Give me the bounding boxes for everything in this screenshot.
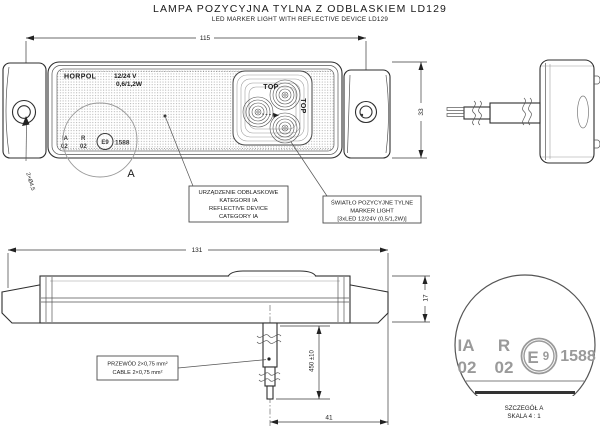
- front-view: 2×Ø4,5 HORPOL 12/24 V 0,6/1,2W IA 02: [2, 61, 391, 191]
- hole-arrow: [22, 116, 30, 126]
- marking-r: R: [81, 136, 86, 142]
- detail-marking-ia-num: 02: [458, 358, 477, 377]
- marking-ia-num: 02: [61, 144, 68, 150]
- bottom-profile-view: [1, 270, 389, 426]
- callout-cable: PRZEWÓD 2×0,75 mm² CABLE 2×0,75 mm²: [96, 355, 267, 381]
- dimension-17: 17: [392, 275, 430, 323]
- detail-a-reference-circle: [62, 102, 138, 178]
- led-1: [269, 79, 301, 111]
- led-pointer-arrow: [273, 112, 279, 118]
- detail-marking-r: R: [498, 336, 510, 355]
- left-bracket: 2×Ø4,5: [2, 62, 47, 191]
- cable-break-mark: [522, 97, 526, 126]
- led-3: [269, 112, 301, 144]
- callout-marker-light: ŚWIATŁO POZYCYJNE TYLNE MARKER LIGHT [3x…: [290, 141, 422, 224]
- title-block: LAMPA POZYCYJNA TYLNA Z ODBLASKIEM LD129…: [153, 3, 447, 23]
- leader-anchor-dot: [267, 357, 271, 361]
- top-orientation-label: TOP: [263, 84, 278, 91]
- cable-break-mark: [472, 100, 476, 126]
- detail-marking-r-num: 02: [495, 358, 514, 377]
- detail-a-view: IA 02 R 02 E 9 1588 SZCZEGÓŁ A SKALA 4 :…: [445, 274, 600, 420]
- left-wing: [1, 283, 43, 324]
- marking-ia: IA: [62, 136, 69, 142]
- power-label: 0,6/1,2W: [116, 81, 143, 88]
- dim-width-label: 115: [200, 35, 211, 42]
- marker-box-line1: ŚWIATŁO POZYCYJNE TYLNE: [331, 199, 413, 207]
- cable-break-mark: [256, 334, 282, 338]
- reflective-box-line2: KATEGORII IA: [219, 198, 257, 204]
- detail-e-digit: 9: [543, 351, 549, 363]
- approval-markings: IA 02 R 02 E9 1588: [61, 133, 130, 150]
- voltage-label: 12/24 V: [114, 73, 137, 80]
- detail-marking-approval: 1588: [560, 348, 596, 365]
- led-window: TOP TOP: [232, 70, 313, 146]
- side-clip-top: [594, 75, 600, 85]
- cable-break-mark: [258, 372, 281, 376]
- dimension-131: 131: [7, 247, 389, 425]
- dimension-41: 41: [270, 415, 388, 425]
- title-line2: LED MARKER LIGHT WITH REFLECTIVE DEVICE …: [212, 16, 389, 23]
- profile-body: [39, 275, 351, 324]
- dim-cable-length-label: 450 ±10: [310, 350, 316, 372]
- marking-approval: 1588: [115, 140, 130, 147]
- dim-length-label: 131: [192, 247, 203, 254]
- cable-box-line2: CABLE 2×0,75 mm²: [113, 370, 163, 376]
- top-orientation-label-rotated: TOP: [299, 98, 306, 113]
- side-view-cable: [446, 97, 541, 126]
- e-mark-circle: [96, 133, 114, 150]
- marking-r-num: 02: [80, 144, 87, 150]
- detail-caption-line2: SKALA 4 : 1: [507, 413, 541, 420]
- e-mark: E9: [101, 140, 109, 146]
- holes-note: 2×Ø4,5: [24, 172, 35, 191]
- dim-profile-height-label: 17: [423, 294, 430, 302]
- dim-height-label: 33: [418, 108, 425, 116]
- lens-dome: [227, 270, 317, 277]
- dimension-33: 33: [392, 61, 427, 159]
- brand-label: HORPOL: [64, 74, 97, 81]
- led-2: [242, 96, 274, 128]
- right-bracket: [343, 69, 391, 159]
- detail-marking-ia: IA: [458, 336, 475, 355]
- right-mounting-hole: [354, 100, 378, 124]
- dimension-115: 115: [25, 35, 367, 100]
- marker-box-line2: MARKER LIGHT: [350, 209, 394, 215]
- side-view: [446, 59, 600, 164]
- title-line1: LAMPA POZYCYJNA TYLNA Z ODBLASKIEM LD129: [153, 3, 447, 15]
- detail-e-mark-circle: [520, 337, 558, 375]
- leader-anchor-dot: [360, 113, 364, 117]
- reflective-box-line3: REFLECTIVE DEVICE: [209, 206, 268, 212]
- dimension-450: 450 ±10: [276, 325, 330, 400]
- side-view-body: [539, 59, 595, 164]
- detail-e-letter: E: [527, 348, 538, 367]
- detail-ref-letter: A: [127, 168, 135, 180]
- profile-cable: [256, 305, 282, 426]
- right-wing: [347, 283, 389, 324]
- side-clip-bottom: [594, 139, 600, 149]
- reflective-box-line4: CATEGORY IA: [219, 214, 258, 220]
- callout-reflective-device: URZĄDZENIE ODBLASKOWE KATEGORII IA REFLE…: [163, 114, 289, 223]
- marker-box-line3: [3xLED 12/24V (0,5/1,2W)]: [337, 217, 407, 223]
- cable-box-line1: PRZEWÓD 2×0,75 mm²: [107, 361, 167, 368]
- reflective-box-line1: URZĄDZENIE ODBLASKOWE: [199, 190, 279, 196]
- detail-caption-line1: SZCZEGÓŁ A: [505, 405, 545, 412]
- dim-cable-offset-label: 41: [325, 415, 333, 422]
